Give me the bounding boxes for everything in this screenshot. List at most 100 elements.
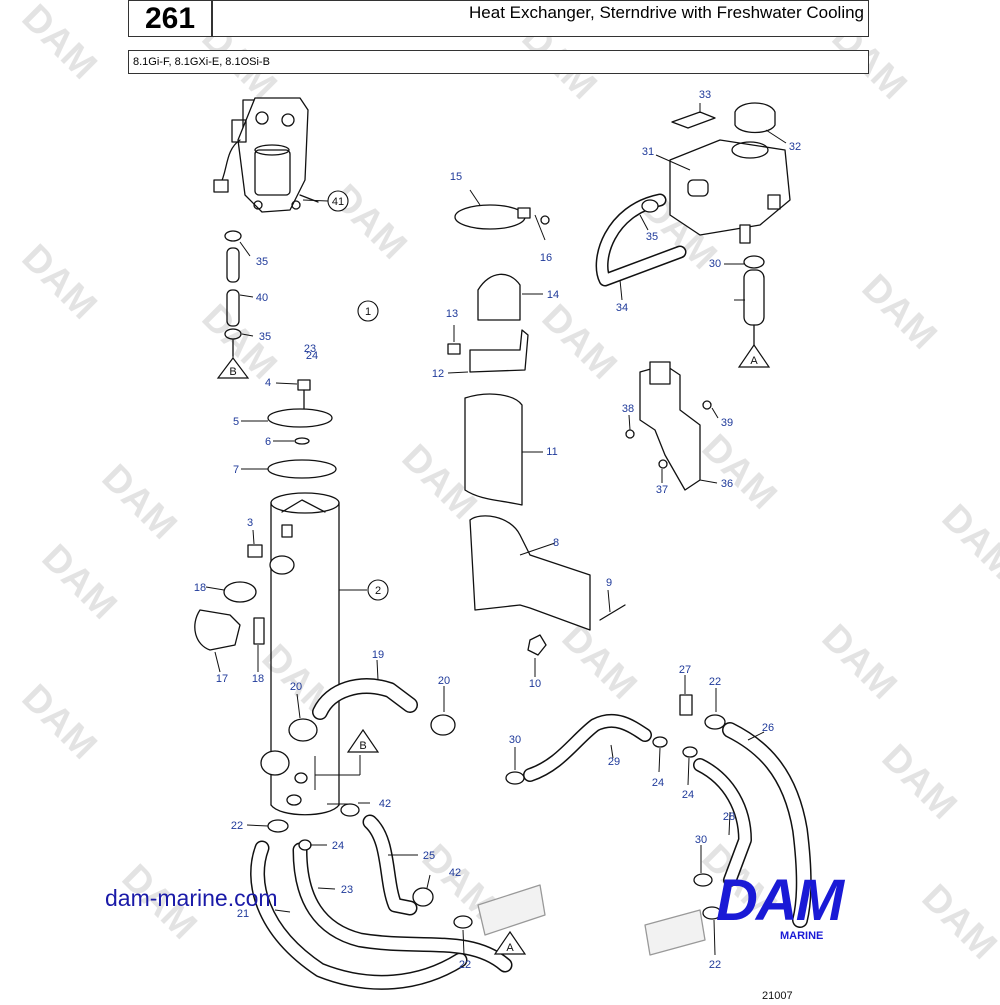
callout-label: 34 bbox=[616, 302, 628, 314]
callout-label: 28 bbox=[723, 811, 735, 823]
callout-label: 32 bbox=[789, 141, 801, 153]
title-box: Heat Exchanger, Sterndrive with Freshwat… bbox=[212, 0, 869, 37]
callout-label: 19 bbox=[372, 649, 384, 661]
watermark-text: DAM bbox=[854, 267, 945, 358]
watermark-text: DAM bbox=[14, 237, 105, 328]
heat-exchanger-body-drawing bbox=[260, 492, 340, 816]
watermark-text: DAM bbox=[94, 457, 185, 548]
callout-label: 10 bbox=[529, 678, 541, 690]
expansion-tank-drawing bbox=[669, 139, 791, 244]
callout-label: 2 bbox=[375, 585, 381, 597]
callout-label: 21 bbox=[237, 908, 249, 920]
website-text: dam-marine.com bbox=[105, 885, 278, 911]
watermark-text: DAM bbox=[814, 617, 905, 708]
clamp-18-drawing bbox=[223, 581, 257, 603]
callout-label: 30 bbox=[709, 258, 721, 270]
callout-label: 33 bbox=[699, 89, 711, 101]
hose-40-lower-drawing bbox=[226, 289, 240, 327]
callout-label: 22 bbox=[709, 959, 721, 971]
callout-label: 16 bbox=[540, 252, 552, 264]
callout-label: 24 bbox=[332, 840, 344, 852]
callout-label: 9 bbox=[606, 577, 612, 589]
callout-label: 27 bbox=[679, 664, 691, 676]
ref-triangle-b-lower bbox=[346, 728, 380, 753]
watermark-text: DAM bbox=[874, 737, 965, 828]
callout-label: 13 bbox=[446, 308, 458, 320]
hose-23-drawing bbox=[743, 269, 765, 326]
callout-label: 4 bbox=[265, 377, 271, 389]
watermark-text: DAM bbox=[534, 297, 625, 388]
elbow-17-drawing bbox=[194, 609, 241, 651]
callout-label: 6 bbox=[265, 436, 271, 448]
bracket-12-drawing bbox=[469, 329, 529, 373]
callout-label: 18 bbox=[252, 673, 264, 685]
model-list: 8.1Gi-F, 8.1GXi-E, 8.1OSi-B bbox=[133, 56, 270, 68]
callout-label: 24 bbox=[306, 350, 318, 362]
callout-label: 25 bbox=[423, 850, 435, 862]
watermark-text: DAM bbox=[324, 177, 415, 268]
callout-label: 35 bbox=[256, 256, 268, 268]
page-number-box: 261 bbox=[128, 0, 212, 37]
insulation-11-drawing bbox=[464, 393, 523, 506]
watermark-text: DAM bbox=[554, 617, 645, 708]
reference-triangles bbox=[216, 343, 771, 955]
callout-label: 22 bbox=[709, 676, 721, 688]
reference-label: A bbox=[506, 942, 514, 954]
callout-label: 1 bbox=[365, 306, 371, 318]
models-box: 8.1Gi-F, 8.1GXi-E, 8.1OSi-B bbox=[128, 50, 869, 74]
cover-5-drawing bbox=[267, 408, 333, 428]
callout-label: 40 bbox=[256, 292, 268, 304]
decal-33-drawing bbox=[671, 111, 716, 129]
pump-assembly-drawing bbox=[213, 97, 319, 213]
callout-label: 30 bbox=[509, 734, 521, 746]
callout-label: 23 bbox=[341, 884, 353, 896]
callout-label: 39 bbox=[721, 417, 733, 429]
callout-label: 30 bbox=[695, 834, 707, 846]
callout-label: 5 bbox=[233, 416, 239, 428]
washer-6-drawing bbox=[294, 437, 310, 445]
callout-label: 41 bbox=[332, 196, 344, 208]
hose-40-upper-drawing bbox=[226, 247, 240, 283]
reference-label: B bbox=[359, 740, 366, 752]
callout-label: 22 bbox=[231, 820, 243, 832]
logo-text: DAM bbox=[716, 868, 844, 933]
reference-labels: A A B B bbox=[229, 355, 758, 954]
reference-label: B bbox=[229, 366, 236, 378]
leader-lines bbox=[205, 103, 787, 956]
callout-label: 7 bbox=[233, 464, 239, 476]
ref-triangle-a-top bbox=[737, 343, 771, 368]
callout-label: 18 bbox=[194, 582, 206, 594]
clamp-drawing bbox=[224, 230, 242, 242]
callout-label: 29 bbox=[608, 756, 620, 768]
watermark-text: DAM bbox=[14, 0, 105, 88]
callout-label: 42 bbox=[449, 867, 461, 879]
reference-label: A bbox=[750, 355, 758, 367]
clamp-18-b-drawing bbox=[253, 617, 265, 645]
callout-circles bbox=[327, 190, 389, 601]
callout-label: 31 bbox=[642, 146, 654, 158]
callout-label: 15 bbox=[450, 171, 462, 183]
drawing-number: 21007 bbox=[762, 990, 793, 1002]
gasket-7-drawing bbox=[267, 459, 337, 479]
watermark-text: DAM bbox=[934, 497, 1000, 588]
nut-10-drawing bbox=[527, 634, 547, 656]
page-number: 261 bbox=[144, 1, 196, 35]
watermark-text: DAM bbox=[14, 677, 105, 768]
cap-32-drawing bbox=[734, 102, 776, 134]
callout-label: 38 bbox=[622, 403, 634, 415]
clip-14-drawing bbox=[477, 273, 521, 321]
plug-3-drawing bbox=[247, 544, 263, 558]
watermark-text: DAM bbox=[914, 877, 1000, 968]
callout-label: 35 bbox=[259, 331, 271, 343]
ref-triangle-a-lower bbox=[493, 930, 527, 955]
callout-label: 8 bbox=[553, 537, 559, 549]
callout-label: 42 bbox=[379, 798, 391, 810]
callout-label: 36 bbox=[721, 478, 733, 490]
brand-logo: DAM MARINE bbox=[716, 868, 844, 943]
callout-label: 20 bbox=[438, 675, 450, 687]
plate-8-drawing bbox=[469, 515, 591, 631]
clamp-drawing bbox=[224, 328, 242, 340]
